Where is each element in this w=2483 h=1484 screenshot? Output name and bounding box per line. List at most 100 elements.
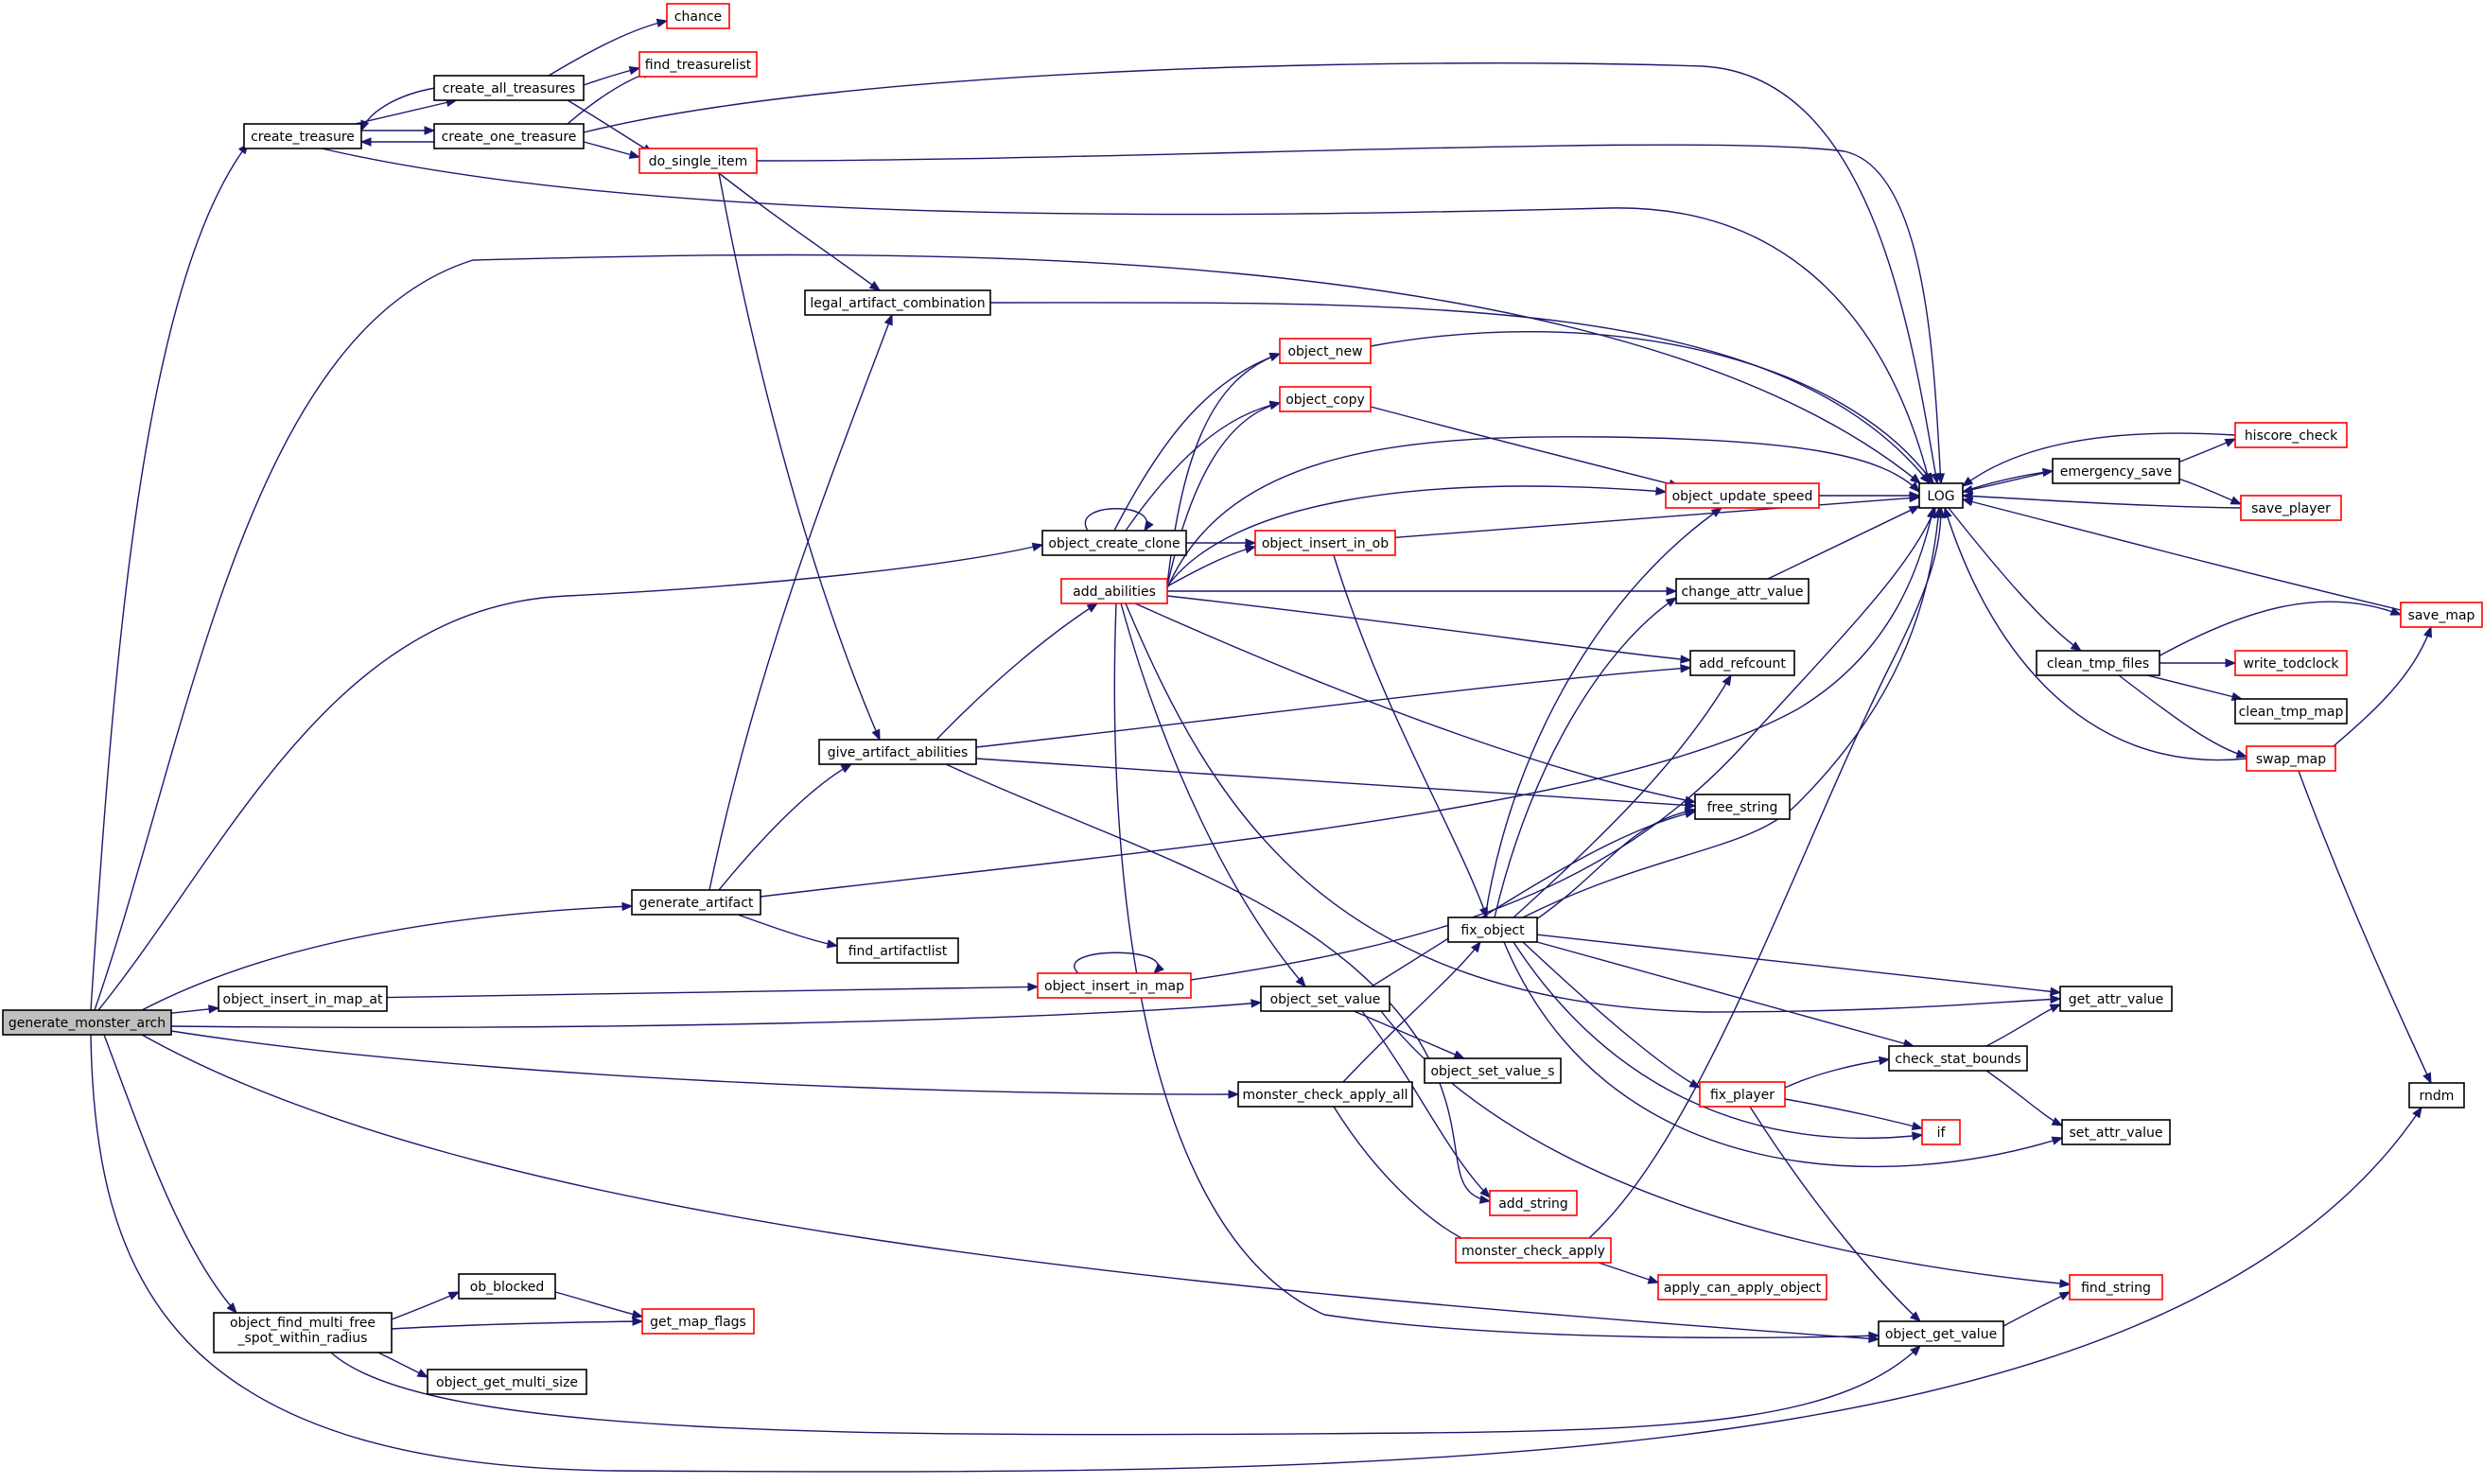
node-box-emergency_save[interactable] bbox=[2052, 458, 2180, 484]
node-get_map_flags[interactable]: get_map_flags bbox=[641, 1308, 755, 1335]
node-object_get_value[interactable]: object_get_value bbox=[1878, 1320, 2004, 1347]
node-LOG[interactable]: LOG bbox=[1918, 482, 1964, 509]
node-box-object_set_value[interactable] bbox=[1260, 986, 1390, 1012]
node-add_abilities[interactable]: add_abilities bbox=[1060, 578, 1168, 604]
node-set_attr_value[interactable]: set_attr_value bbox=[2061, 1119, 2171, 1145]
node-change_attr_value[interactable]: change_attr_value bbox=[1675, 578, 1810, 604]
node-box-change_attr_value[interactable] bbox=[1675, 578, 1810, 604]
node-object_copy[interactable]: object_copy bbox=[1279, 386, 1372, 412]
node-box-object_insert_in_map[interactable] bbox=[1037, 972, 1192, 999]
node-do_single_item[interactable]: do_single_item bbox=[638, 148, 758, 174]
node-box-do_single_item[interactable] bbox=[638, 148, 758, 174]
node-if[interactable]: if bbox=[1921, 1119, 1961, 1145]
node-box-object_get_value[interactable] bbox=[1878, 1320, 2004, 1347]
node-object_update_speed[interactable]: object_update_speed bbox=[1665, 482, 1820, 509]
node-box-fix_player[interactable] bbox=[1699, 1081, 1786, 1108]
node-get_attr_value[interactable]: get_attr_value bbox=[2059, 986, 2173, 1012]
node-box-create_one_treasure[interactable] bbox=[433, 123, 585, 149]
node-apply_can_apply_object[interactable]: apply_can_apply_object bbox=[1657, 1274, 1827, 1301]
node-add_string[interactable]: add_string bbox=[1489, 1190, 1578, 1216]
node-box-find_treasurelist[interactable] bbox=[638, 51, 758, 78]
node-swap_map[interactable]: swap_map bbox=[2246, 745, 2336, 772]
node-legal_artifact_combination[interactable]: legal_artifact_combination bbox=[804, 289, 991, 316]
node-emergency_save[interactable]: emergency_save bbox=[2052, 458, 2180, 484]
node-object_set_value_s[interactable]: object_set_value_s bbox=[1424, 1057, 1562, 1084]
node-box-rndm[interactable] bbox=[2408, 1082, 2465, 1109]
node-box-get_attr_value[interactable] bbox=[2059, 986, 2173, 1012]
node-create_all_treasures[interactable]: create_all_treasures bbox=[433, 75, 585, 101]
node-box-set_attr_value[interactable] bbox=[2061, 1119, 2171, 1145]
node-rndm[interactable]: rndm bbox=[2408, 1082, 2465, 1109]
node-ob_blocked[interactable]: ob_blocked bbox=[458, 1273, 556, 1300]
node-box-object_set_value_s[interactable] bbox=[1424, 1057, 1562, 1084]
node-box-generate_artifact[interactable] bbox=[631, 889, 761, 916]
node-object_insert_in_map_at[interactable]: object_insert_in_map_at bbox=[218, 986, 388, 1012]
node-box-hiscore_check[interactable] bbox=[2234, 422, 2348, 448]
node-save_player[interactable]: save_player bbox=[2240, 495, 2342, 521]
node-box-create_treasure[interactable] bbox=[243, 123, 362, 149]
node-box-object_new[interactable] bbox=[1279, 338, 1372, 364]
node-box-legal_artifact_combination[interactable] bbox=[804, 289, 991, 316]
node-object_insert_in_ob[interactable]: object_insert_in_ob bbox=[1254, 530, 1396, 556]
node-box-object_insert_in_ob[interactable] bbox=[1254, 530, 1396, 556]
node-hiscore_check[interactable]: hiscore_check bbox=[2234, 422, 2348, 448]
node-object_new[interactable]: object_new bbox=[1279, 338, 1372, 364]
node-object_set_value[interactable]: object_set_value bbox=[1260, 986, 1390, 1012]
node-find_artifactlist[interactable]: find_artifactlist bbox=[836, 937, 959, 964]
node-box-create_all_treasures[interactable] bbox=[433, 75, 585, 101]
node-box-monster_check_apply_all[interactable] bbox=[1237, 1081, 1413, 1108]
node-add_refcount[interactable]: add_refcount bbox=[1689, 650, 1795, 676]
node-object_create_clone[interactable]: object_create_clone bbox=[1041, 530, 1187, 556]
node-box-find_string[interactable] bbox=[2069, 1274, 2163, 1301]
node-box-chance[interactable] bbox=[666, 3, 730, 29]
node-box-free_string[interactable] bbox=[1694, 794, 1791, 820]
node-fix_object[interactable]: fix_object bbox=[1447, 917, 1538, 943]
node-clean_tmp_files[interactable]: clean_tmp_files bbox=[2036, 650, 2160, 676]
node-box-object_get_multi_size[interactable] bbox=[427, 1369, 587, 1395]
node-create_treasure[interactable]: create_treasure bbox=[243, 123, 362, 149]
node-object_insert_in_map[interactable]: object_insert_in_map bbox=[1037, 972, 1192, 999]
node-box-find_artifactlist[interactable] bbox=[836, 937, 959, 964]
node-box-write_todclock[interactable] bbox=[2234, 650, 2348, 676]
node-create_one_treasure[interactable]: create_one_treasure bbox=[433, 123, 585, 149]
node-box-object_update_speed[interactable] bbox=[1665, 482, 1820, 509]
node-box-object_insert_in_map_at[interactable] bbox=[218, 986, 388, 1012]
node-generate_artifact[interactable]: generate_artifact bbox=[631, 889, 761, 916]
node-box-swap_map[interactable] bbox=[2246, 745, 2336, 772]
node-clean_tmp_map[interactable]: clean_tmp_map bbox=[2234, 698, 2348, 725]
node-box-clean_tmp_files[interactable] bbox=[2036, 650, 2160, 676]
node-object_find_multi_free_spot_within_radius[interactable]: object_find_multi_free_spot_within_radiu… bbox=[213, 1312, 393, 1353]
node-box-apply_can_apply_object[interactable] bbox=[1657, 1274, 1827, 1301]
node-write_todclock[interactable]: write_todclock bbox=[2234, 650, 2348, 676]
node-box-save_map[interactable] bbox=[2400, 602, 2483, 628]
node-box-save_player[interactable] bbox=[2240, 495, 2342, 521]
node-box-object_find_multi_free_spot_within_radius[interactable] bbox=[213, 1312, 393, 1353]
node-box-clean_tmp_map[interactable] bbox=[2234, 698, 2348, 725]
node-monster_check_apply[interactable]: monster_check_apply bbox=[1455, 1237, 1612, 1264]
node-box-object_create_clone[interactable] bbox=[1041, 530, 1187, 556]
node-box-add_refcount[interactable] bbox=[1689, 650, 1795, 676]
node-find_string[interactable]: find_string bbox=[2069, 1274, 2163, 1301]
node-box-add_abilities[interactable] bbox=[1060, 578, 1168, 604]
node-chance[interactable]: chance bbox=[666, 3, 730, 29]
node-box-give_artifact_abilities[interactable] bbox=[818, 739, 977, 765]
node-box-check_stat_bounds[interactable] bbox=[1888, 1045, 2028, 1072]
node-box-fix_object[interactable] bbox=[1447, 917, 1538, 943]
node-check_stat_bounds[interactable]: check_stat_bounds bbox=[1888, 1045, 2028, 1072]
node-box-ob_blocked[interactable] bbox=[458, 1273, 556, 1300]
node-box-monster_check_apply[interactable] bbox=[1455, 1237, 1612, 1264]
node-box-add_string[interactable] bbox=[1489, 1190, 1578, 1216]
node-box-get_map_flags[interactable] bbox=[641, 1308, 755, 1335]
node-find_treasurelist[interactable]: find_treasurelist bbox=[638, 51, 758, 78]
node-give_artifact_abilities[interactable]: give_artifact_abilities bbox=[818, 739, 977, 765]
node-box-LOG[interactable] bbox=[1918, 482, 1964, 509]
node-object_get_multi_size[interactable]: object_get_multi_size bbox=[427, 1369, 587, 1395]
node-generate_monster_arch[interactable]: generate_monster_arch bbox=[2, 1009, 172, 1036]
node-box-if[interactable] bbox=[1921, 1119, 1961, 1145]
node-monster_check_apply_all[interactable]: monster_check_apply_all bbox=[1237, 1081, 1413, 1108]
node-save_map[interactable]: save_map bbox=[2400, 602, 2483, 628]
node-free_string[interactable]: free_string bbox=[1694, 794, 1791, 820]
node-fix_player[interactable]: fix_player bbox=[1699, 1081, 1786, 1108]
node-box-generate_monster_arch[interactable] bbox=[2, 1009, 172, 1036]
node-box-object_copy[interactable] bbox=[1279, 386, 1372, 412]
